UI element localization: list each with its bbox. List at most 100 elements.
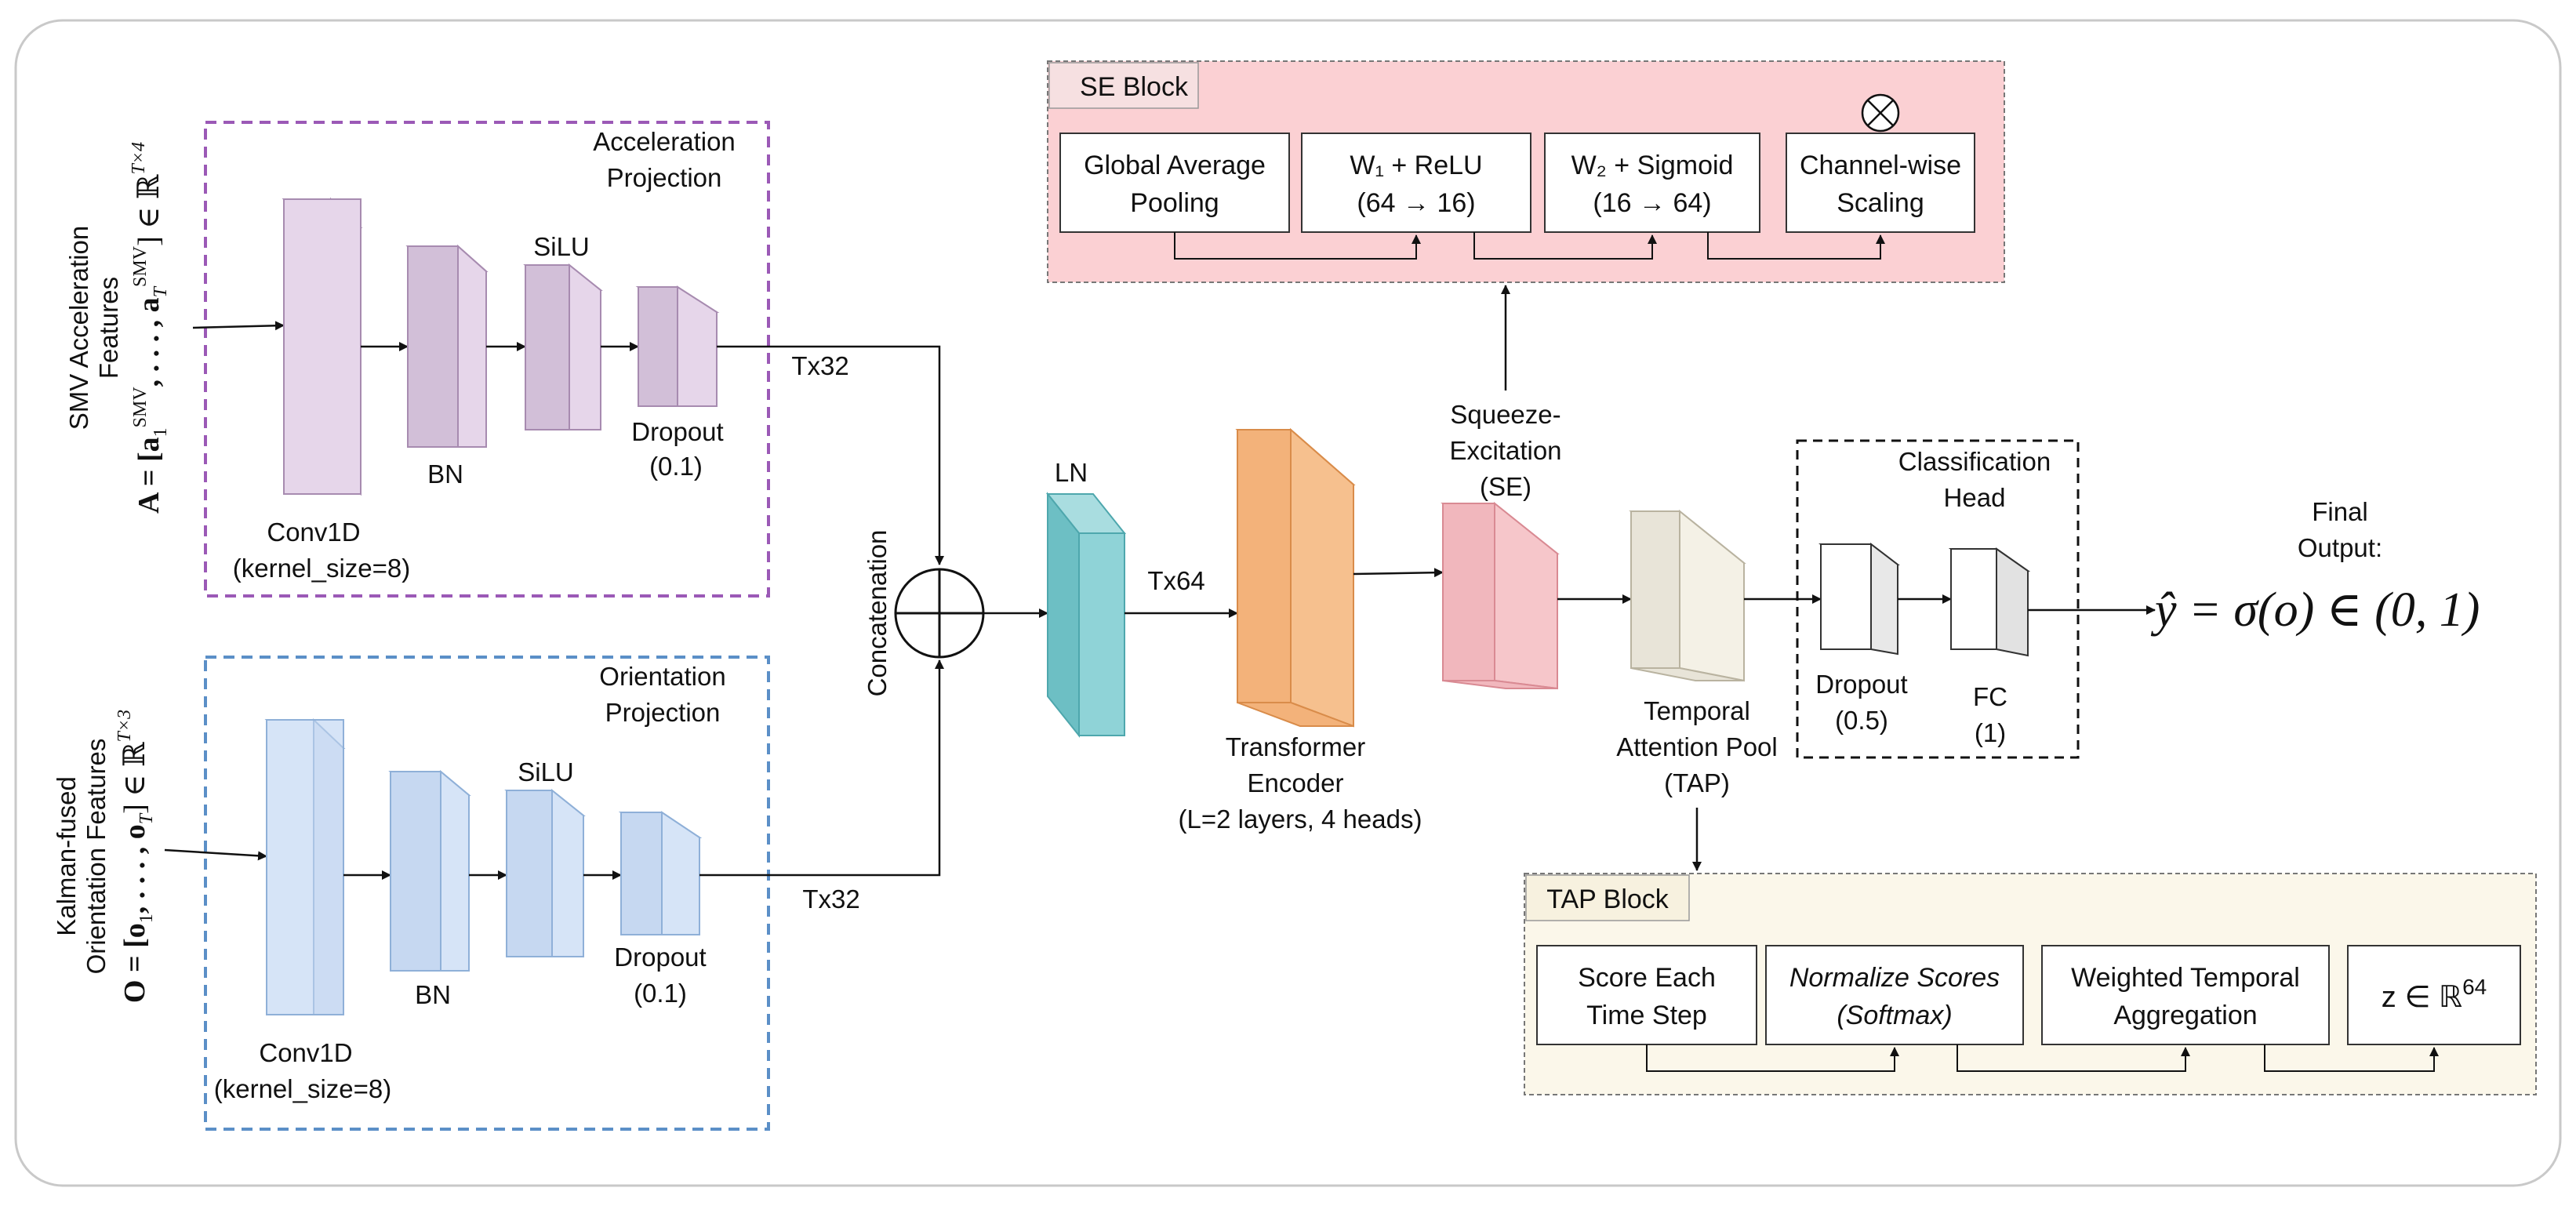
final-output-label-1: Final	[2312, 497, 2368, 526]
accel-conv1d-param: (kernel_size=8)	[233, 554, 411, 583]
tap-step-score-2: Time Step	[1586, 1001, 1707, 1030]
se-step-scale-1: Channel-wise	[1800, 151, 1961, 180]
orient-input-title-1: Kalman-fused	[52, 776, 81, 936]
accel-projection-title-1: Acceleration	[593, 127, 736, 156]
accel-dropout-block	[635, 285, 720, 407]
se-block-3d	[1441, 501, 1560, 690]
accel-conv1d-block	[282, 197, 363, 496]
tap-connector-1	[1646, 1044, 1899, 1072]
accel-input-title-2: Features	[94, 277, 123, 379]
orient-dropout-label: Dropout	[614, 943, 706, 972]
final-output-label-2: Output:	[2298, 533, 2382, 562]
tap-panel-title: TAP Block	[1546, 885, 1669, 914]
se-step-w2-1: W₂ + Sigmoid	[1571, 151, 1734, 180]
final-output-formula: ŷ = σ(o) ∈ (0, 1)	[2150, 583, 2480, 637]
ln-label: LN	[1055, 458, 1088, 487]
transformer-param: (L=2 layers, 4 heads)	[1179, 805, 1422, 834]
outer-frame	[14, 19, 2562, 1187]
tap-step-softmax-2: (Softmax)	[1837, 1001, 1952, 1030]
head-dropout-param: (0.5)	[1835, 706, 1888, 735]
head-fc-block	[1948, 547, 2031, 657]
tap-step-output-box[interactable]	[2347, 945, 2521, 1045]
concat-label: Concatenation	[863, 530, 892, 697]
orient-conv1d-label: Conv1D	[259, 1038, 352, 1067]
head-fc-param: (1)	[1975, 718, 2006, 747]
tap-step-output: z ∈ ℝ64	[2382, 975, 2487, 1014]
orient-silu-label: SiLU	[518, 757, 574, 786]
tap-connector-2	[1957, 1044, 2190, 1072]
ln-block	[1045, 492, 1127, 738]
se-label-2: Excitation	[1449, 436, 1561, 465]
tap-step-score-box[interactable]	[1536, 945, 1757, 1045]
tap-connector-3	[2264, 1044, 2439, 1072]
accel-input-arrow	[192, 321, 285, 331]
se-label-3: (SE)	[1480, 472, 1531, 501]
multiply-icon	[1861, 93, 1900, 133]
se-connector-1	[1174, 232, 1421, 260]
se-label-1: Squeeze-	[1450, 400, 1560, 429]
se-step-w1-2: (64 → 16)	[1357, 188, 1475, 218]
orient-to-concat-line	[699, 659, 944, 877]
se-panel-title: SE Block	[1080, 72, 1189, 102]
accel-input-formula: A = [a1SMV, . . . , aTSMV] ∈ ℝT×4	[129, 142, 171, 514]
classification-head-title-1: Classification	[1898, 447, 2051, 476]
orient-conv1d-param: (kernel_size=8)	[214, 1074, 392, 1103]
accel-silu-block	[523, 263, 603, 430]
orient-input-formula: O = [o1, . . . , oT] ∈ ℝT×3	[114, 710, 157, 1003]
tap-step-score-1: Score Each	[1578, 963, 1716, 993]
tap-panel-title-box	[1525, 874, 1690, 921]
se-step-scale-box[interactable]	[1786, 133, 1975, 233]
se-step-w1-1: W₁ + ReLU	[1350, 151, 1482, 180]
accel-dropout-param: (0.1)	[649, 452, 703, 481]
se-step-gap-1: Global Average	[1084, 151, 1266, 180]
se-step-scale-2: Scaling	[1837, 188, 1924, 218]
transformer-label-1: Transformer	[1226, 732, 1365, 761]
tap-block-3d	[1629, 509, 1746, 682]
accel-silu-label: SiLU	[533, 232, 590, 261]
tap-step-softmax-box[interactable]	[1765, 945, 2024, 1045]
tap-label-1: Temporal	[1644, 696, 1750, 725]
concat-symbol	[894, 568, 985, 659]
orient-bn-label: BN	[415, 980, 451, 1009]
orient-dropout-param: (0.1)	[634, 979, 687, 1008]
orient-output-shape: Tx32	[802, 885, 859, 914]
tap-step-softmax-1: Normalize Scores	[1789, 963, 2000, 993]
accel-input-label: SMV Acceleration Features A = [a1SMV, . …	[64, 142, 171, 514]
accel-projection-title-2: Projection	[607, 163, 722, 192]
ln-output-shape: Tx64	[1147, 566, 1204, 595]
se-step-w2-box[interactable]	[1544, 133, 1760, 233]
tap-step-aggregate-1: Weighted Temporal	[2071, 963, 2300, 993]
transformer-label-2: Encoder	[1248, 768, 1344, 797]
se-step-w1-box[interactable]	[1301, 133, 1531, 233]
classification-head-panel	[1796, 439, 2080, 759]
tap-label-2: Attention Pool	[1616, 732, 1777, 761]
orient-conv1d-block	[264, 717, 346, 1015]
head-dropout-label: Dropout	[1815, 670, 1907, 699]
se-step-w2-2: (16 → 64)	[1593, 188, 1711, 218]
tap-label-3: (TAP)	[1664, 768, 1730, 797]
orient-dropout-block	[618, 811, 703, 935]
se-step-gap-box[interactable]	[1059, 133, 1290, 233]
orient-input-arrow	[164, 848, 267, 861]
accel-to-concat-line	[717, 345, 944, 565]
se-panel-title-box	[1048, 62, 1199, 109]
accel-dropout-label: Dropout	[631, 417, 723, 446]
head-fc-label: FC	[1973, 682, 2007, 711]
orient-projection-title-1: Orientation	[599, 662, 725, 691]
accel-bn-label: BN	[427, 460, 463, 489]
classification-head-title-2: Head	[1944, 483, 2006, 512]
transformer-block	[1235, 427, 1356, 728]
accel-output-shape: Tx32	[791, 351, 848, 380]
tap-step-aggregate-2: Aggregation	[2113, 1001, 2257, 1030]
accel-projection-panel	[204, 121, 770, 598]
se-step-gap-2: Pooling	[1130, 188, 1219, 218]
head-dropout-block	[1818, 542, 1900, 656]
se-connector-3	[1707, 232, 1885, 260]
orient-bn-block	[388, 769, 471, 972]
accel-input-title-1: SMV Acceleration	[64, 226, 93, 430]
orient-input-label: Kalman-fused Orientation Features O = [o…	[52, 710, 157, 1003]
transformer-to-se-arrow	[1353, 568, 1444, 578]
tap-step-aggregate-box[interactable]	[2041, 945, 2330, 1045]
orient-projection-title-2: Projection	[605, 698, 721, 727]
